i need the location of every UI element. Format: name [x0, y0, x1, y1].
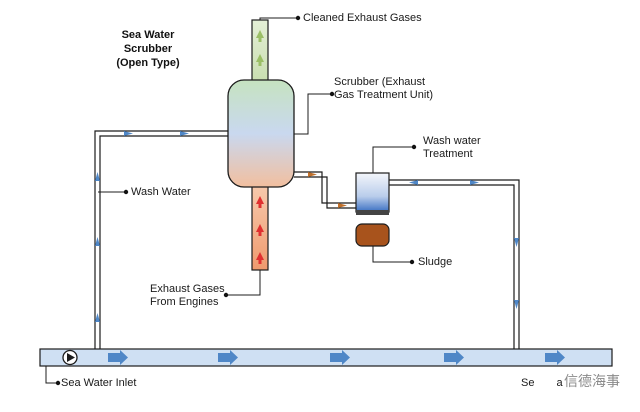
main-flow-arrows: [108, 350, 565, 365]
treated-water-arrows: [409, 180, 519, 309]
diagram-title: Sea Water Scrubber (Open Type): [96, 28, 200, 70]
watermark: 信德海事: [564, 374, 620, 390]
flow-arrow-up: [95, 313, 100, 322]
scrubber-label: Scrubber (Exhaust Gas Treatment Unit): [334, 76, 433, 102]
flow-arrow-right: [180, 131, 189, 136]
discharge-arrows: [308, 172, 347, 208]
wash-water-treatment-tank: [355, 172, 390, 215]
sludge-label: Sludge: [418, 256, 453, 268]
main-sea-water-pipe: [39, 348, 613, 367]
callout-dots: [55, 15, 417, 386]
callout-lines: [45, 17, 414, 384]
wash-water-supply-pipe: [94, 130, 228, 350]
title-line-2: (Open Type): [116, 57, 180, 69]
discharge-pipe: [294, 171, 356, 209]
exhaust-inlet-label: Exhaust Gases From Engines: [150, 283, 225, 309]
wash-treatment-line-1: Wash water: [423, 135, 481, 147]
exhaust-inlet-line-1: Exhaust Gases: [150, 283, 225, 295]
scrubber-label-line-2: Gas Treatment Unit): [334, 89, 434, 101]
scrubber-label-line-1: Scrubber (Exhaust: [334, 76, 426, 88]
title-line-1: Sea Water Scrubber: [121, 29, 175, 55]
outlet-label-letter: a: [556, 377, 563, 389]
treated-water-pipe: [389, 179, 520, 350]
outlet-label-start: Se: [521, 377, 535, 389]
exhaust-arrow-up: [256, 252, 264, 260]
cleaned-exhaust-stack: [251, 19, 269, 83]
exhaust-arrow-up: [256, 224, 264, 232]
exhaust-arrow-up: [256, 196, 264, 204]
sea-water-outlet-label: Se a: [521, 377, 563, 390]
exhaust-inlet-pipe: [251, 185, 269, 271]
flow-arrow-right: [124, 131, 133, 136]
cleaned-exhaust-label: Cleaned Exhaust Gases: [303, 12, 422, 24]
clean-gas-arrow: [256, 54, 264, 62]
flow-arrow-up: [95, 237, 100, 246]
scrubber-vessel: [227, 79, 295, 188]
wash-water-label: Wash Water: [131, 186, 191, 198]
clean-gas-arrow: [256, 30, 264, 38]
sea-water-pump-icon: [62, 349, 78, 366]
exhaust-inlet-line-2: From Engines: [150, 296, 219, 308]
flow-arrow-up: [95, 172, 100, 181]
sea-water-inlet-label: Sea Water Inlet: [61, 377, 137, 389]
sludge-tank: [355, 223, 390, 247]
wash-treatment-line-2: Treatment: [423, 148, 473, 160]
wash-water-treatment-label: Wash water Treatment: [423, 135, 481, 161]
wash-water-flow-arrows: [95, 131, 189, 322]
